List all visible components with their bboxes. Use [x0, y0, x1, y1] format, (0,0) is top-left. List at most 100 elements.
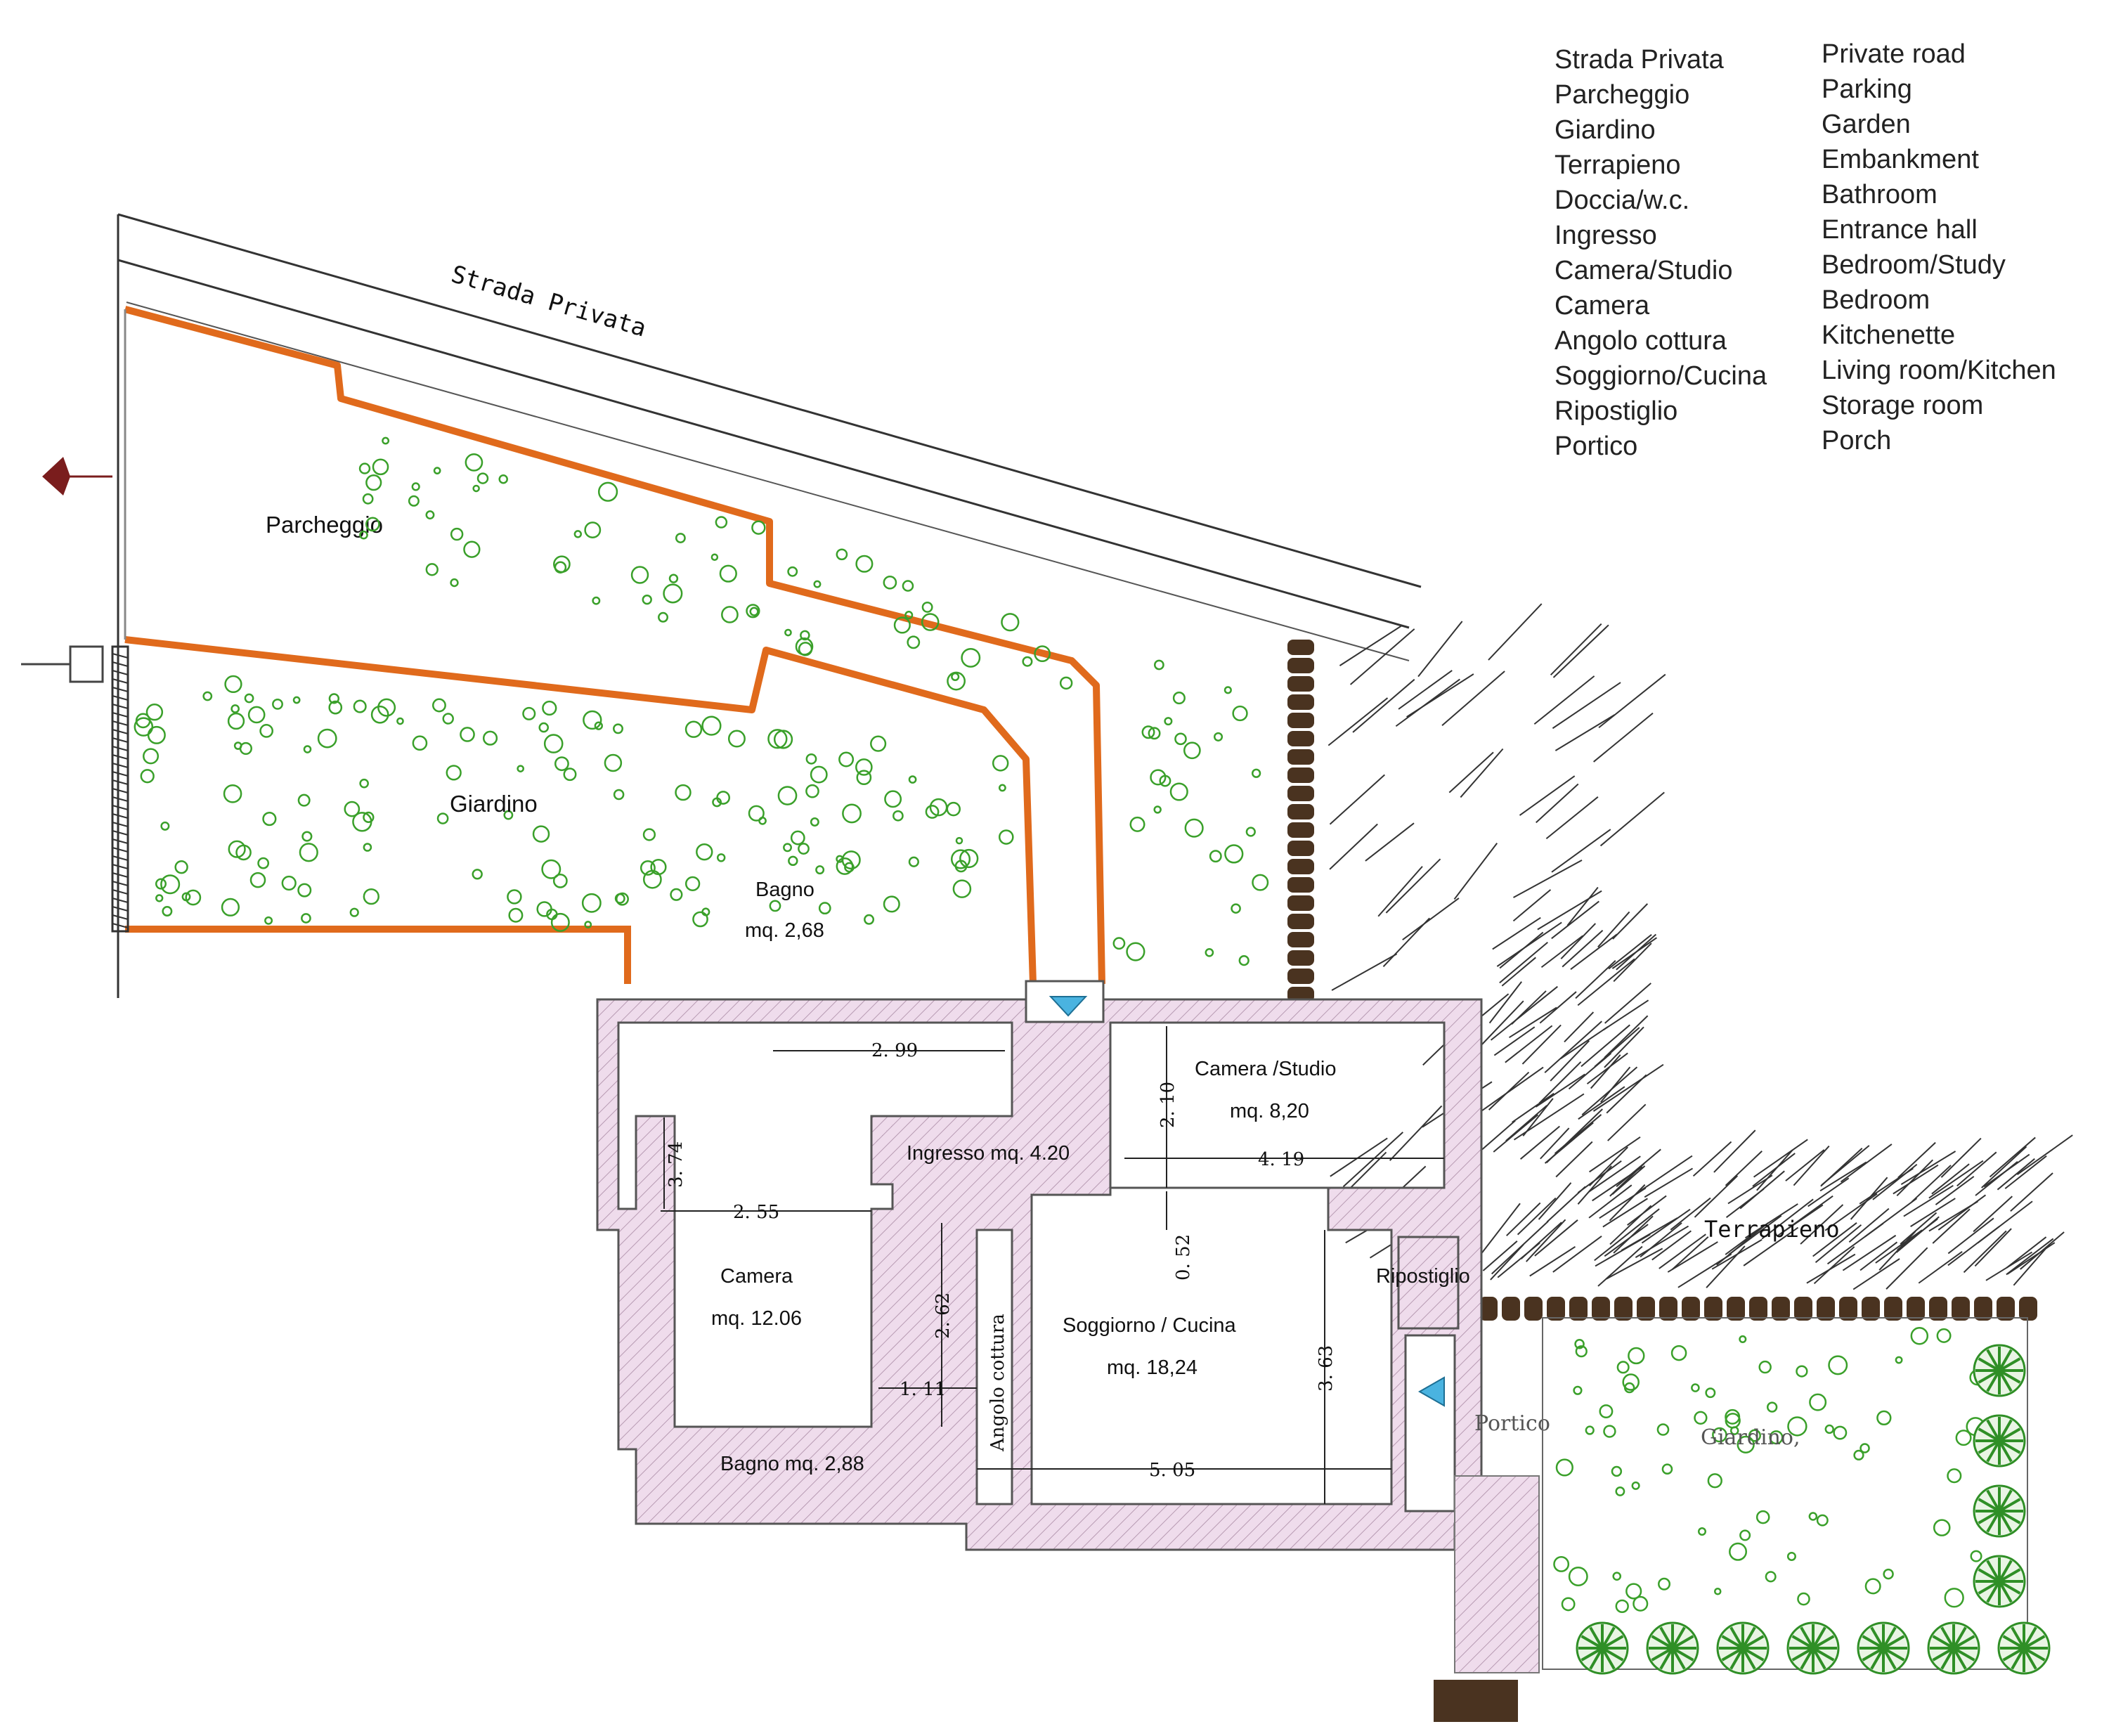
shrub-icon: [301, 913, 311, 924]
entrance-arrow-icon: [1025, 980, 1445, 1407]
dim-2-55: 2. 55: [733, 1202, 779, 1223]
shrub-icon: [1112, 937, 1126, 950]
shrub-icon: [1698, 1527, 1707, 1536]
tree-icon: [1857, 1621, 1910, 1675]
shrub-icon: [1209, 850, 1222, 863]
shrub-icon: [855, 555, 874, 573]
tree-icon: [1973, 1484, 2026, 1538]
hedge-block: [1704, 1297, 1722, 1321]
shrub-icon: [472, 484, 480, 493]
study-area: mq. 8,20: [1230, 1100, 1309, 1122]
shrub-icon: [604, 753, 623, 772]
shrub-icon: [363, 811, 375, 823]
hedge-block: [1614, 1297, 1633, 1321]
shrub-icon: [642, 828, 656, 841]
shrub-icon: [675, 784, 692, 801]
shrub-icon: [1786, 1551, 1796, 1561]
shrub-icon: [1933, 1519, 1951, 1536]
hedge-block: [1287, 950, 1314, 966]
hedge-block: [1997, 1297, 2015, 1321]
shrub-icon: [1787, 1416, 1807, 1437]
hedge-block: [1287, 969, 1314, 984]
shrub-icon: [1615, 1599, 1629, 1614]
shrub-icon: [1883, 1568, 1894, 1580]
hedge-block: [1287, 767, 1314, 783]
shrub-icon: [231, 704, 240, 713]
shrub-icon: [719, 564, 737, 583]
shrub-icon: [363, 888, 379, 905]
shrub-icon: [472, 869, 483, 880]
embankment-hatching: [1328, 603, 2073, 1290]
shrub-icon: [805, 784, 819, 798]
shrub-icon: [412, 735, 428, 751]
shrub-icon: [538, 722, 550, 733]
legend-it-item-7: Camera: [1554, 291, 1650, 320]
shrub-icon: [1936, 1328, 1952, 1343]
legend-it-item-11: Portico: [1554, 432, 1638, 461]
tree-icon: [1786, 1621, 1840, 1675]
hedge-block: [1287, 731, 1314, 746]
shrub-icon: [1944, 1588, 1964, 1608]
hedge-block: [1569, 1297, 1588, 1321]
shrub-icon: [790, 830, 805, 846]
bath-bottom-label: Bagno mq. 2,88: [720, 1453, 864, 1475]
shrub-icon: [715, 516, 728, 529]
shrub-icon: [1955, 1430, 1972, 1446]
shrub-icon: [249, 872, 266, 888]
shrub-icon: [1833, 1425, 1848, 1440]
shrub-icon: [1859, 1443, 1870, 1453]
building-walls: [596, 998, 1540, 1722]
shrub-icon: [838, 751, 855, 767]
garden-label: Giardino: [450, 791, 538, 817]
legend-it-item-9: Soggiorno/Cucina: [1554, 361, 1767, 391]
hedge-block: [1727, 1297, 1745, 1321]
shrub-icon: [1611, 1465, 1623, 1477]
shrub-icon: [1766, 1401, 1778, 1413]
shrub-icon: [684, 876, 701, 892]
shrub-icon: [436, 812, 449, 824]
legend-en-item-1: Parking: [1822, 75, 1912, 104]
legend-en-item-6: Bedroom/Study: [1822, 250, 2006, 280]
shrub-icon: [1141, 725, 1155, 739]
shrub-icon: [147, 725, 166, 744]
shrub-icon: [554, 756, 569, 772]
shrub-icon: [1691, 1383, 1700, 1392]
shrub-icon: [1153, 659, 1164, 671]
shrub-icon: [836, 855, 844, 863]
hedge-block: [1592, 1297, 1610, 1321]
dim-4-19: 4. 19: [1258, 1149, 1304, 1170]
shrub-icon: [317, 728, 337, 749]
bath-top-name: Bagno: [755, 879, 814, 901]
shrub-icon: [1713, 1588, 1722, 1595]
shrub-icon: [550, 912, 570, 932]
shrub-icon: [904, 611, 914, 620]
shrub-icon: [902, 580, 914, 592]
shrub-icon: [174, 860, 188, 874]
shrub-icon: [349, 907, 359, 917]
shrub-icon: [425, 510, 435, 520]
shrub-icon: [1238, 954, 1250, 966]
shrub-icon: [1729, 1542, 1748, 1561]
tree-icon: [1973, 1555, 2026, 1608]
shrub-icon: [1758, 1360, 1772, 1374]
shrub-icon: [836, 548, 848, 561]
shrub-icon: [950, 849, 971, 869]
shrub-icon: [767, 729, 788, 749]
shrub-icon: [257, 857, 270, 869]
shrub-icon: [433, 467, 441, 475]
shrub-icon: [746, 604, 760, 618]
shrub-icon: [358, 462, 371, 474]
shrub-icon: [1232, 705, 1248, 722]
shrub-icon: [998, 784, 1006, 792]
shrub-icon: [1970, 1550, 1982, 1562]
dim-2-99: 2. 99: [871, 1040, 918, 1061]
shrub-icon: [1573, 1385, 1583, 1395]
shrub-icon: [1656, 1423, 1670, 1436]
legend-en-item-2: Garden: [1822, 110, 1911, 139]
shrub-icon: [247, 706, 266, 724]
shrub-icon: [1622, 1373, 1640, 1391]
legend-en-item-4: Bathroom: [1822, 180, 1937, 209]
shrub-icon: [1809, 1393, 1827, 1411]
dim-0-52: 0. 52: [1173, 1234, 1194, 1281]
